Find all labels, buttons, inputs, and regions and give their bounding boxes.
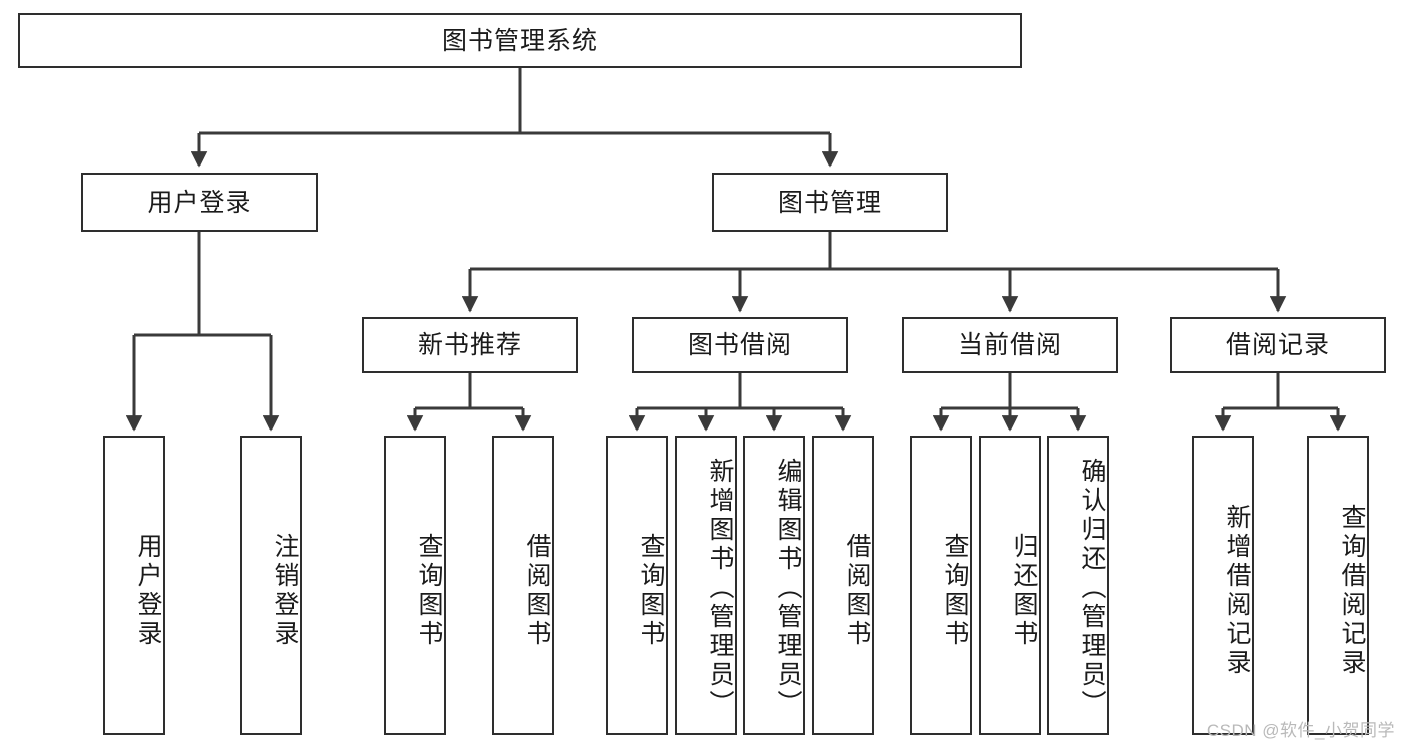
node-borrow-record[interactable]: 借阅记录: [1170, 317, 1386, 373]
node-root-label: 图书管理系统: [441, 26, 598, 55]
leaf-borrow-book-label: 借阅图书: [843, 532, 871, 649]
node-current-borrow-label: 当前借阅: [957, 331, 1062, 359]
leaf-user-login-label: 用户登录: [134, 532, 162, 649]
leaf-query-book-borrow-label: 查询图书: [637, 532, 665, 649]
leaf-query-borrow-record[interactable]: 查询借阅记录: [1307, 436, 1369, 735]
leaf-borrow-book-newbook[interactable]: 借阅图书: [492, 436, 554, 735]
leaf-add-borrow-record-label: 新增借阅记录: [1223, 503, 1251, 678]
node-new-book-recommend-label: 新书推荐: [417, 331, 522, 359]
node-book-borrow-label: 图书借阅: [687, 331, 792, 359]
leaf-query-book-newbook-label: 查询图书: [415, 532, 443, 649]
node-current-borrow[interactable]: 当前借阅: [902, 317, 1118, 373]
leaf-user-login[interactable]: 用户登录: [103, 436, 165, 735]
leaf-query-borrow-record-label: 查询借阅记录: [1338, 503, 1366, 678]
leaf-borrow-book[interactable]: 借阅图书: [812, 436, 874, 735]
node-user-login[interactable]: 用户登录: [81, 173, 318, 232]
node-new-book-recommend[interactable]: 新书推荐: [362, 317, 578, 373]
leaf-confirm-return-admin[interactable]: 确认归还（管理员）: [1047, 436, 1109, 735]
leaf-edit-book-admin-label: 编辑图书（管理员）: [774, 458, 802, 719]
leaf-borrow-book-newbook-label: 借阅图书: [523, 532, 551, 649]
leaf-return-book-label: 归还图书: [1010, 532, 1038, 649]
leaf-logout-label: 注销登录: [271, 532, 299, 649]
leaf-query-book-current[interactable]: 查询图书: [910, 436, 972, 735]
node-user-login-label: 用户登录: [147, 188, 252, 217]
node-book-management-label: 图书管理: [777, 188, 882, 217]
leaf-edit-book-admin[interactable]: 编辑图书（管理员）: [743, 436, 805, 735]
node-root-system[interactable]: 图书管理系统: [18, 13, 1022, 68]
node-borrow-record-label: 借阅记录: [1225, 331, 1330, 359]
leaf-logout[interactable]: 注销登录: [240, 436, 302, 735]
leaf-add-book-admin[interactable]: 新增图书（管理员）: [675, 436, 737, 735]
csdn-watermark: CSDN @软件_小贺同学: [1206, 721, 1395, 740]
leaf-query-book-newbook[interactable]: 查询图书: [384, 436, 446, 735]
node-book-borrow[interactable]: 图书借阅: [632, 317, 848, 373]
leaf-add-borrow-record[interactable]: 新增借阅记录: [1192, 436, 1254, 735]
leaf-confirm-return-admin-label: 确认归还（管理员）: [1078, 458, 1106, 719]
leaf-query-book-current-label: 查询图书: [941, 532, 969, 649]
leaf-query-book-borrow[interactable]: 查询图书: [606, 436, 668, 735]
leaf-add-book-admin-label: 新增图书（管理员）: [706, 458, 734, 719]
leaf-return-book[interactable]: 归还图书: [979, 436, 1041, 735]
node-book-management[interactable]: 图书管理: [712, 173, 948, 232]
